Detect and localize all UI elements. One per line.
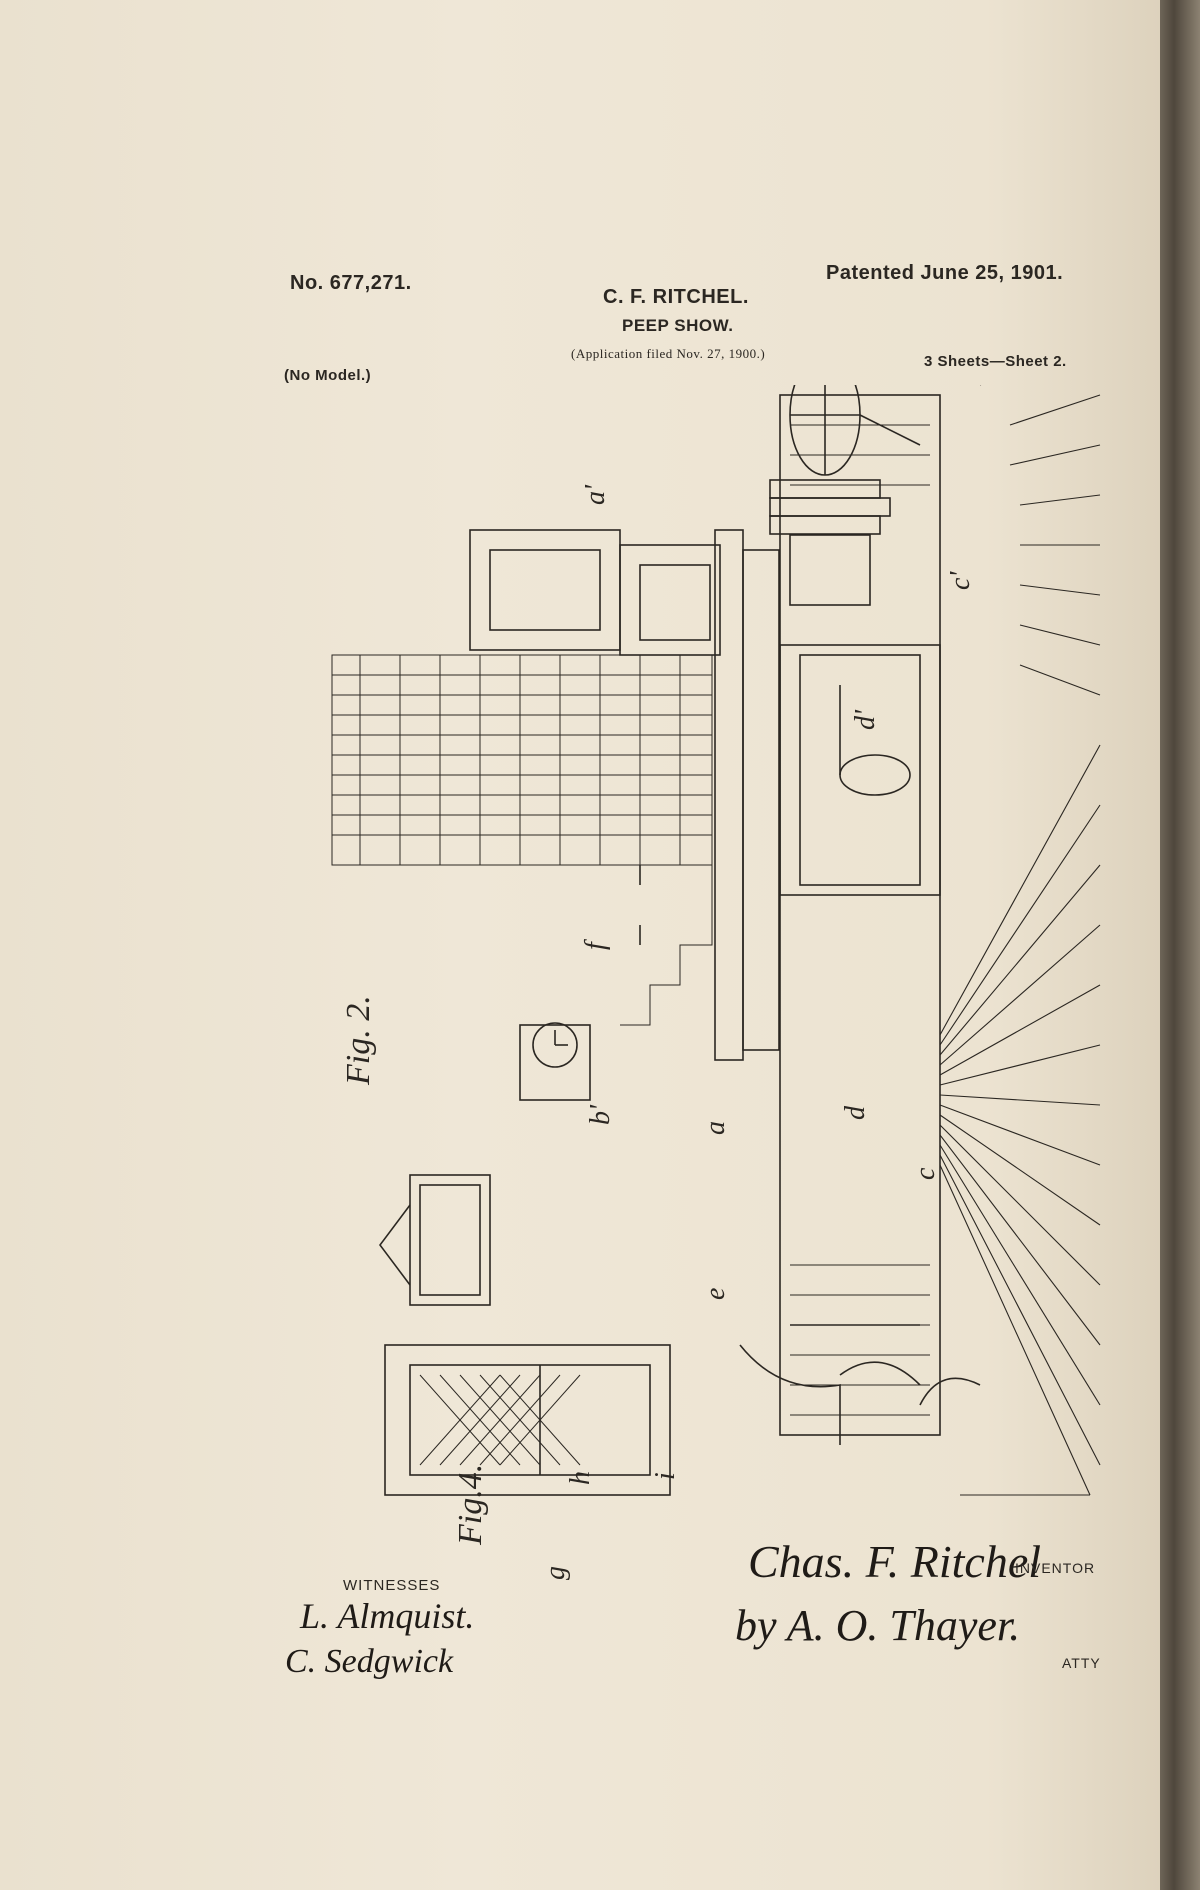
attorney-label: ATTY (1062, 1655, 1101, 1671)
book-spine (1160, 0, 1200, 1890)
patent-title: PEEP SHOW. (622, 316, 734, 335)
ref-letter-e: e (700, 1287, 731, 1300)
fig2-drawing (331, 385, 1101, 1496)
small-cabinet (789, 534, 871, 606)
witness-signature-1: L. Almquist. (300, 1596, 475, 1636)
ref-letter-d-prime: d' (850, 710, 881, 730)
chimney-bricks (331, 654, 713, 1026)
witnesses-label: WITNESSES (343, 1577, 441, 1594)
ref-letter-b-prime: b' (585, 1105, 616, 1125)
fig4-label: Fig.4. (452, 1463, 489, 1545)
ref-letter-g: g (540, 1566, 571, 1580)
ref-letter-a: a (700, 1121, 731, 1135)
logs (769, 479, 891, 535)
ref-letter-f: f (580, 942, 611, 950)
kettle (839, 754, 911, 796)
clock-face (532, 1022, 578, 1068)
floor-lines (939, 385, 1101, 1496)
ref-letter-a-prime: a' (580, 485, 611, 505)
cabinet-upper-left (469, 529, 621, 651)
cabinet-upper-right (619, 544, 721, 656)
clock (519, 1024, 591, 1101)
framed-picture (409, 1174, 491, 1306)
rocking-chair (739, 1324, 981, 1445)
ref-letter-d: d (840, 1106, 871, 1120)
fig2-label: Fig. 2. (340, 995, 377, 1085)
wall-strip (779, 394, 941, 1436)
sheet-info: 3 Sheets—Sheet 2. (924, 353, 1067, 370)
window (384, 1344, 671, 1496)
patent-sheet (0, 0, 1160, 1890)
ref-letter-i: i (650, 1472, 681, 1480)
ref-letter-h: h (565, 1471, 596, 1485)
model-note: (No Model.) (284, 367, 372, 384)
application-filed: (Application filed Nov. 27, 1900.) (571, 346, 766, 361)
ref-letter-c: c (910, 1167, 941, 1180)
fireplace (779, 644, 941, 896)
witness-signature-2: C. Sedgwick (285, 1643, 454, 1680)
inventor-label: INVENTOR (1015, 1560, 1096, 1576)
attorney-signature: by A. O. Thayer. (735, 1601, 1021, 1650)
patented-date: Patented June 25, 1901. (826, 262, 1064, 284)
inventor-signature: Chas. F. Ritchel (748, 1536, 1042, 1587)
ref-letter-c-prime: c' (945, 571, 976, 590)
inventor-name: C. F. RITCHEL. (603, 286, 749, 308)
patent-number: No. 677,271. (290, 272, 412, 294)
spinning-wheel (789, 385, 921, 476)
